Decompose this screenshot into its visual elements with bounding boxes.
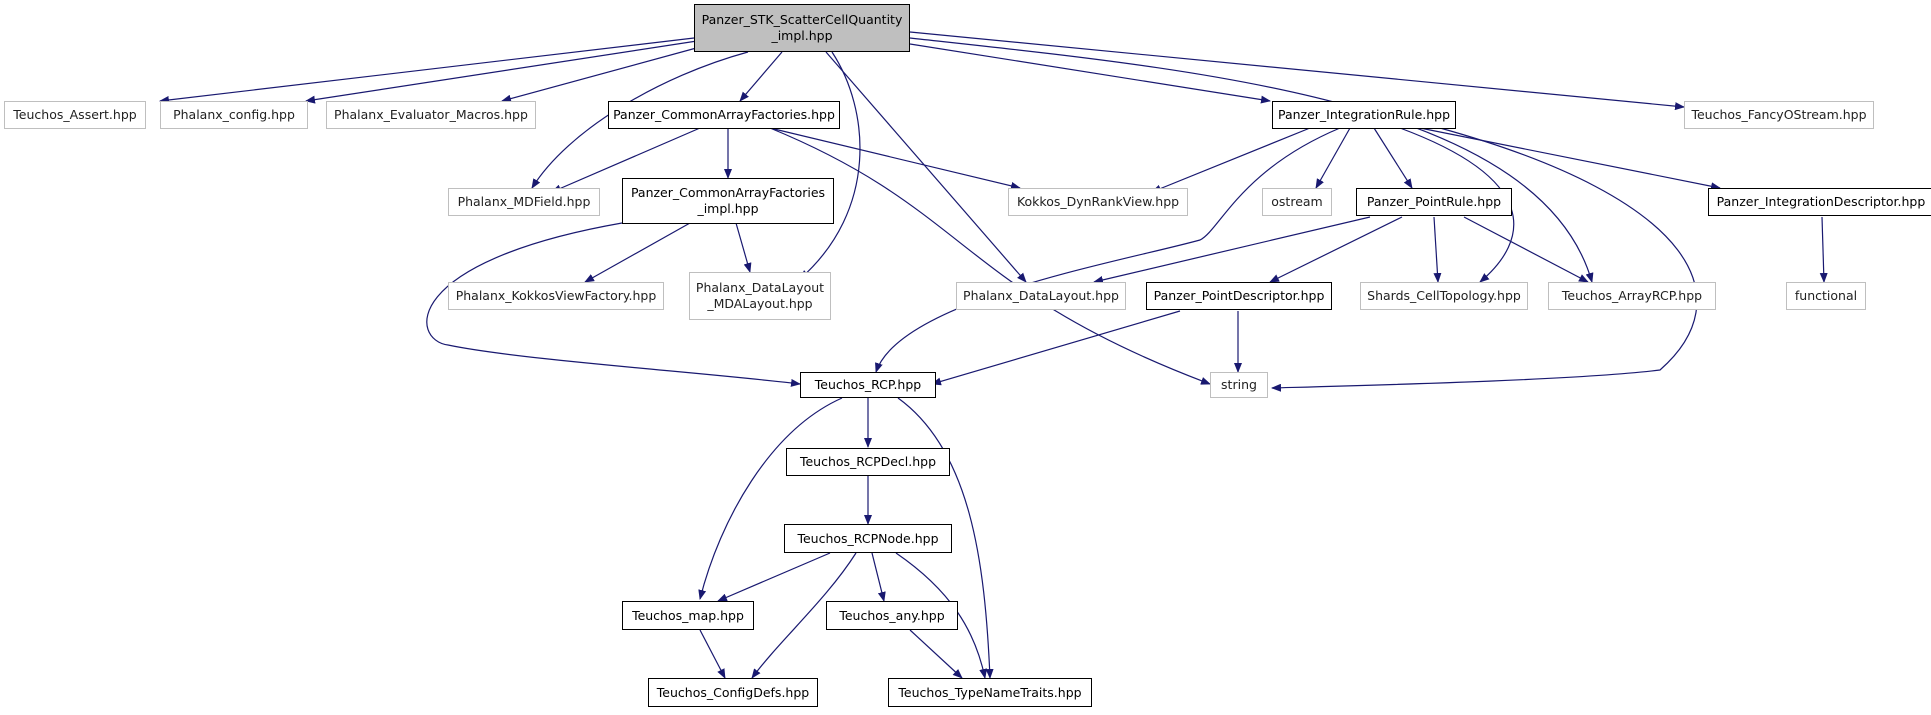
node-teuchos-typenametraits[interactable]: Teuchos_TypeNameTraits.hpp — [888, 678, 1092, 707]
edge-rule-kokkos-dynrankview — [1151, 127, 1311, 193]
edge-any-typenametraits — [909, 629, 963, 679]
edge-factories-phalanx-mdfield — [551, 127, 701, 193]
edge-rcpnode-configdefs — [751, 552, 857, 679]
edge-impl-datalayout-mdalayout — [735, 222, 752, 273]
node-teuchos-any[interactable]: Teuchos_any.hpp — [826, 601, 958, 630]
node-teuchos-map[interactable]: Teuchos_map.hpp — [622, 601, 754, 630]
node-teuchos-arrayrcp: Teuchos_ArrayRCP.hpp — [1548, 282, 1716, 310]
edge-root-teuchos-assert — [159, 37, 695, 104]
edge-point-rule-arrayrcp — [1463, 216, 1589, 283]
node-panzer-integration-descriptor[interactable]: Panzer_IntegrationDescriptor.hpp — [1708, 188, 1931, 216]
node-panzer-point-rule[interactable]: Panzer_PointRule.hpp — [1356, 188, 1512, 216]
edge-rule-point-rule — [1373, 127, 1413, 189]
edge-root-phalanx-datalayout — [825, 51, 1027, 283]
node-phalanx-kokkos-view-factory: Phalanx_KokkosViewFactory.hpp — [448, 282, 664, 310]
node-teuchos-rcpdecl[interactable]: Teuchos_RCPDecl.hpp — [786, 448, 950, 476]
edge-root-phalanx-datalayout-mdalayout — [799, 51, 861, 280]
node-phalanx-datalayout: Phalanx_DataLayout.hpp — [956, 282, 1126, 310]
edge-point-rule-datalayout — [1093, 216, 1371, 284]
edge-rcpnode-map — [717, 552, 831, 602]
edge-impl-kokkos-view-factory — [584, 222, 691, 283]
edge-rule-integration-descriptor — [1419, 127, 1721, 191]
edge-descriptor-functional — [1819, 216, 1828, 283]
edge-point-rule-shards — [1433, 216, 1442, 283]
node-teuchos-assert: Teuchos_Assert.hpp — [4, 101, 146, 129]
edge-rule-ostream — [1315, 127, 1351, 189]
edge-root-panzer-common-array-factories — [739, 51, 783, 102]
node-functional: functional — [1786, 282, 1866, 310]
node-phalanx-datalayout-mdalayout: Phalanx_DataLayout _MDALayout.hpp — [689, 272, 831, 320]
node-teuchos-rcpnode[interactable]: Teuchos_RCPNode.hpp — [784, 524, 952, 553]
node-panzer-integration-rule[interactable]: Panzer_IntegrationRule.hpp — [1272, 101, 1456, 129]
node-phalanx-mdfield: Phalanx_MDField.hpp — [448, 188, 600, 216]
edge-map-configdefs — [699, 629, 726, 679]
edge-factories-kokkos-dynrankview — [769, 127, 1021, 190]
edge-point-rule-point-descriptor — [1269, 216, 1403, 283]
edge-rcpnode-any — [871, 552, 886, 602]
edge-root-phalanx-evaluator-macros — [501, 46, 701, 103]
edge-rule-teuchos-rcp — [875, 127, 1341, 373]
node-teuchos-rcp[interactable]: Teuchos_RCP.hpp — [800, 372, 936, 398]
node-root-file: Panzer_STK_ScatterCellQuantity _impl.hpp — [694, 4, 910, 52]
node-phalanx-config: Phalanx_config.hpp — [160, 101, 308, 129]
edge-rule-string — [1271, 127, 1698, 392]
edge-root-phalanx-config — [305, 40, 698, 104]
node-kokkos-dynrankview: Kokkos_DynRankView.hpp — [1008, 188, 1188, 216]
node-panzer-common-array-factories[interactable]: Panzer_CommonArrayFactories.hpp — [608, 101, 840, 129]
edge-impl-teuchos-rcp — [426, 222, 801, 387]
edge-rcp-typenametraits — [897, 397, 994, 679]
edge-point-descriptor-teuchos-rcp — [931, 310, 1181, 386]
node-shards-cell-topology: Shards_CellTopology.hpp — [1360, 282, 1528, 310]
node-teuchos-configdefs[interactable]: Teuchos_ConfigDefs.hpp — [648, 678, 818, 707]
node-phalanx-evaluator-macros: Phalanx_Evaluator_Macros.hpp — [326, 101, 536, 129]
edge-root-panzer-integration-rule — [909, 43, 1271, 104]
node-ostream: ostream — [1262, 188, 1332, 216]
node-panzer-common-array-factories-impl[interactable]: Panzer_CommonArrayFactories _impl.hpp — [622, 178, 834, 224]
edge-rcp-map — [698, 397, 843, 600]
node-teuchos-fancy-ostream: Teuchos_FancyOStream.hpp — [1684, 101, 1874, 129]
node-panzer-point-descriptor[interactable]: Panzer_PointDescriptor.hpp — [1146, 282, 1332, 310]
edge-root-teuchos-fancy-ostream — [909, 31, 1685, 111]
node-string: string — [1210, 372, 1268, 398]
edge-factories-string — [769, 127, 1211, 385]
